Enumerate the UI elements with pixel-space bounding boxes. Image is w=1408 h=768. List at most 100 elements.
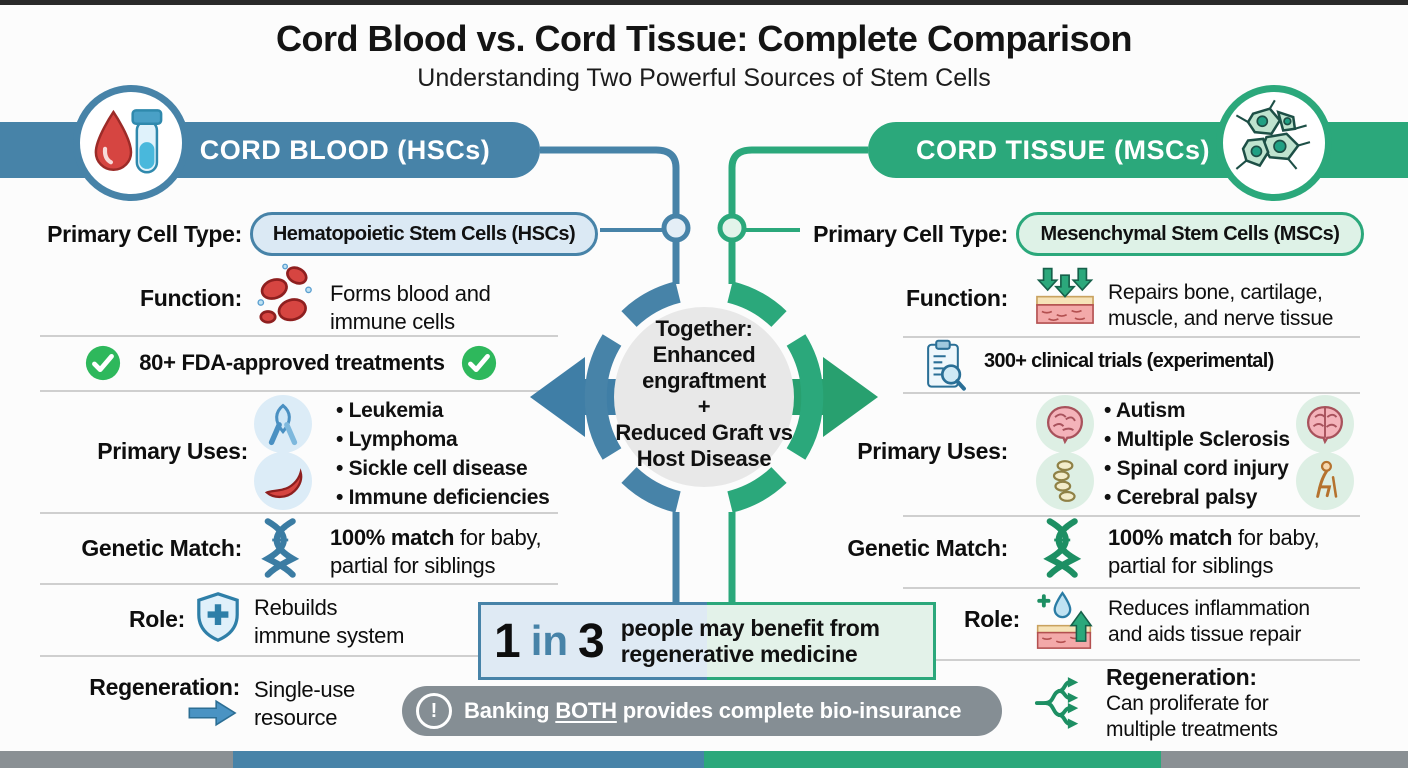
cb-uses-icon2-wrap xyxy=(254,452,312,510)
ct-cell-type-pill: Mesenchymal Stem Cells (MSCs) xyxy=(1016,212,1364,256)
genetic-bold: 100% match xyxy=(1108,525,1233,550)
check-circle-icon xyxy=(85,345,121,381)
ct-uses-list: Autism Multiple Sclerosis Spinal cord in… xyxy=(1104,396,1290,512)
inflammation-repair-icon xyxy=(1036,591,1093,649)
cord-blood-hero-badge xyxy=(73,85,189,201)
genetic-bold: 100% match xyxy=(330,525,455,550)
ct-uses-icon3-wrap xyxy=(1296,395,1354,453)
list-item: Leukemia xyxy=(336,396,549,425)
together-ring xyxy=(584,281,824,513)
page-subtitle: Understanding Two Powerful Sources of St… xyxy=(417,64,991,92)
divider xyxy=(40,512,558,514)
shield-cross-icon xyxy=(197,592,239,642)
divider xyxy=(40,335,558,337)
list-item: Spinal cord injury xyxy=(1104,454,1290,483)
cb-regen-value: Single-use resource xyxy=(254,677,355,730)
top-edge-strip xyxy=(0,0,1408,5)
cb-approval-text: 80+ FDA-approved treatments xyxy=(139,350,445,375)
connector-blue xyxy=(540,146,680,602)
genetic-rest: for baby, partial for siblings xyxy=(330,525,542,578)
clinical-trials-icon xyxy=(927,339,966,391)
sickle-cell-icon xyxy=(264,468,303,499)
cb-role-icon-wrap xyxy=(194,590,242,649)
cb-uses-list: Leukemia Lymphoma Sickle cell disease Im… xyxy=(336,396,550,512)
ct-role-label: Role: xyxy=(963,606,1020,632)
ct-role-icon-wrap xyxy=(1032,590,1096,657)
single-use-arrow-icon xyxy=(188,699,237,727)
bottom-bar-gray-right xyxy=(1161,751,1408,768)
divider xyxy=(903,336,1360,338)
ct-role-value: Reduces inflammation and aids tissue rep… xyxy=(1108,597,1310,647)
list-item: Cerebral palsy xyxy=(1104,483,1290,512)
list-item: Autism xyxy=(1104,396,1290,425)
cb-role-value: Rebuilds immune system xyxy=(254,595,405,648)
list-item: Multiple Sclerosis xyxy=(1104,425,1290,454)
brain-icon xyxy=(1306,405,1344,445)
divider xyxy=(40,390,558,392)
cb-genetic-value: 100% match for baby, partial for sibling… xyxy=(330,524,542,579)
ct-regen-block: Regeneration: Can proliferate for multip… xyxy=(1106,664,1278,744)
bottom-bar-green xyxy=(704,751,1161,768)
proliferate-branch-icon xyxy=(1034,677,1079,729)
awareness-ribbon-icon xyxy=(268,403,298,446)
ct-uses-icon4-wrap xyxy=(1296,452,1354,510)
banking-banner: ! Banking BOTH provides complete bio-ins… xyxy=(402,686,1002,736)
divider xyxy=(903,659,1360,661)
list-item: Immune deficiencies xyxy=(336,483,550,512)
cb-function-label: Function: xyxy=(139,285,242,311)
list-item: Lymphoma xyxy=(336,425,549,454)
ct-regen-label: Regeneration: xyxy=(1106,664,1257,690)
divider xyxy=(903,515,1360,517)
spine-icon xyxy=(1052,460,1076,502)
ct-genetic-value: 100% match for baby, partial for sibling… xyxy=(1108,524,1320,579)
stat-box-right-half xyxy=(707,602,936,680)
ct-trials-icon-wrap xyxy=(920,338,970,397)
stat-text: people may benefit from regenerative med… xyxy=(620,614,880,667)
cb-regen-label: Regeneration: xyxy=(89,674,240,700)
ct-dna-icon-wrap xyxy=(1034,516,1094,585)
stat-in: in xyxy=(530,617,569,664)
together-line: Enhanced xyxy=(652,342,756,367)
ct-genetic-label: Genetic Match: xyxy=(847,535,1008,561)
dna-icon xyxy=(261,518,300,578)
cb-function-icon-wrap xyxy=(252,262,320,339)
exclamation-icon: ! xyxy=(416,693,452,729)
stat-box-left-half xyxy=(478,602,707,680)
cb-cell-type-pill: Hematopoietic Stem Cells (HSCs) xyxy=(250,212,598,256)
blood-drop-testtube-icon xyxy=(94,109,163,174)
cb-uses-label: Primary Uses: xyxy=(97,438,248,464)
person-cane-icon xyxy=(1316,460,1338,498)
banking-banner-text: Banking BOTH provides complete bio-insur… xyxy=(464,698,962,724)
ct-regen-value: Can proliferate for multiple treatments xyxy=(1106,692,1278,742)
ct-function-icon-wrap xyxy=(1032,262,1098,333)
cb-genetic-label: Genetic Match: xyxy=(81,535,242,561)
bottom-bar-blue xyxy=(233,751,704,768)
connector-green xyxy=(728,146,868,602)
cb-function-value: Forms blood and immune cells xyxy=(330,281,491,334)
ct-uses-label: Primary Uses: xyxy=(857,438,1008,464)
genetic-rest: for baby, partial for siblings xyxy=(1108,525,1320,578)
banking-both: BOTH xyxy=(555,698,617,723)
ct-regen-icon-wrap xyxy=(1030,672,1092,739)
together-line: engraftment xyxy=(642,368,766,393)
stat-one: 1 xyxy=(494,614,521,668)
list-item: Sickle cell disease xyxy=(336,454,549,483)
banking-post: provides complete bio-insurance xyxy=(616,698,962,723)
together-text: Together: Enhanced engraftment + Reduced… xyxy=(604,316,804,472)
cb-uses-icon1-wrap xyxy=(254,395,312,453)
together-circle xyxy=(614,307,794,487)
ct-function-value: Repairs bone, cartilage, muscle, and ner… xyxy=(1108,281,1334,331)
bottom-bar-gray-left xyxy=(0,751,233,768)
ct-uses-icon1-wrap xyxy=(1036,395,1094,453)
ct-function-label: Function: xyxy=(905,285,1008,311)
ct-uses-icon2-wrap xyxy=(1036,452,1094,510)
cord-blood-banner-label: CORD BLOOD (HSCs) xyxy=(199,134,491,165)
dna-icon xyxy=(1043,518,1082,578)
stat-three: 3 xyxy=(578,614,605,668)
divider xyxy=(903,392,1360,394)
banking-pre: Banking xyxy=(464,698,556,723)
divider xyxy=(40,655,558,657)
check-circle-right xyxy=(460,344,498,387)
